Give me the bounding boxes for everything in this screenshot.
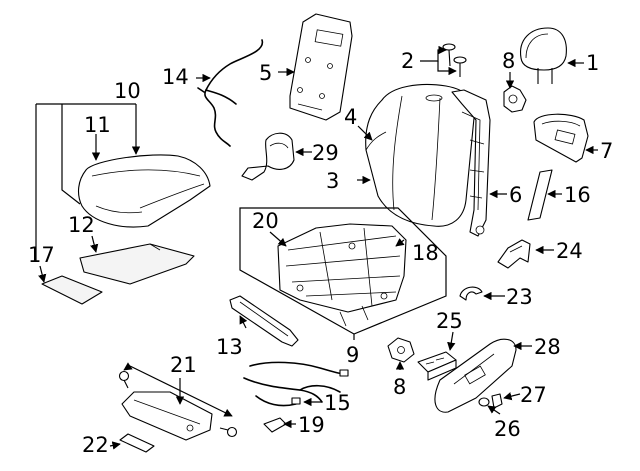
part-trim-strip (527, 169, 553, 221)
callout-1: 1 (586, 51, 599, 75)
part-side-shield (434, 338, 517, 413)
callout-18: 18 (412, 241, 439, 265)
callout-12: 12 (68, 213, 95, 237)
callout-29: 29 (312, 141, 339, 165)
callout-26: 26 (494, 417, 521, 441)
callout-6: 6 (509, 183, 522, 207)
part-plate (119, 433, 155, 453)
part-outer-cover (533, 113, 589, 163)
callout-labels: 1 2 3 4 5 6 7 8 8 9 10 11 12 13 14 15 16… (28, 49, 613, 457)
part-lower-bracket (121, 391, 213, 441)
callout-25: 25 (436, 309, 463, 333)
part-lower-harness (243, 361, 349, 407)
callout-10: 10 (114, 79, 141, 103)
part-back-panel (289, 13, 353, 121)
part-headrest-guides (442, 43, 467, 77)
callout-16: 16 (564, 183, 591, 207)
part-track-box (239, 207, 447, 335)
callout-20: 20 (252, 209, 279, 233)
callout-19: 19 (298, 413, 325, 437)
callout-24: 24 (556, 239, 583, 263)
callout-11: 11 (84, 113, 111, 137)
callout-28: 28 (534, 335, 561, 359)
part-seat-back (365, 83, 475, 227)
callout-15: 15 (324, 391, 351, 415)
part-back-frame (451, 89, 491, 237)
part-seat-cushion (77, 154, 211, 228)
part-bolts (118, 370, 238, 438)
callout-14: 14 (162, 65, 189, 89)
part-headrest (520, 27, 567, 84)
callout-9: 9 (346, 343, 359, 367)
part-knob-upper (503, 85, 527, 113)
part-clip (459, 286, 483, 301)
callout-17: 17 (28, 243, 55, 267)
leader-lines (35, 45, 598, 450)
part-back-harness (197, 39, 263, 147)
part-seat-track (277, 223, 407, 327)
callout-8-upper: 8 (502, 49, 515, 73)
callout-21: 21 (170, 353, 197, 377)
part-side-rail (229, 295, 299, 347)
callout-3: 3 (326, 169, 339, 193)
callout-2: 2 (401, 49, 414, 73)
callout-27: 27 (520, 383, 547, 407)
part-bracket (497, 239, 531, 269)
part-mat (41, 275, 103, 305)
callout-22: 22 (82, 433, 109, 457)
part-knob-lower (387, 337, 415, 363)
part-side-cover (241, 132, 295, 181)
callout-4: 4 (344, 105, 357, 129)
part-lower-clip (263, 417, 287, 433)
callout-5: 5 (259, 61, 272, 85)
part-cushion-pad (79, 243, 195, 285)
part-small-knobs (478, 393, 503, 409)
callout-23: 23 (506, 285, 533, 309)
callout-13: 13 (216, 335, 243, 359)
callout-8-lower: 8 (393, 375, 406, 399)
callout-7: 7 (600, 139, 613, 163)
